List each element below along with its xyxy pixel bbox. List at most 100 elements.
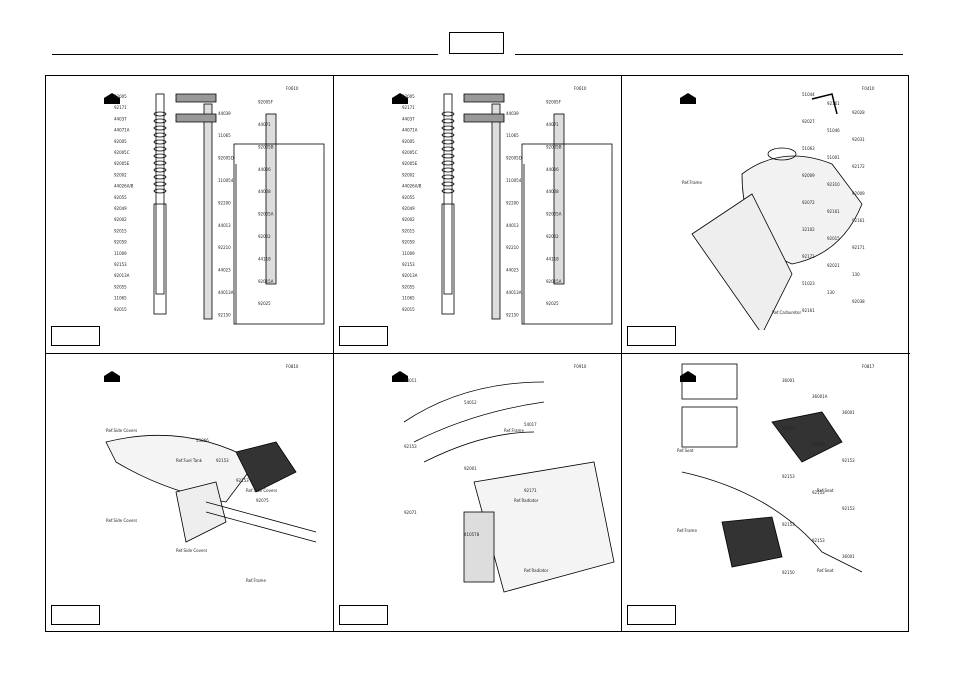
- callout-label: 44118: [258, 256, 271, 261]
- ref-label: Ref.Side Covers: [106, 428, 137, 433]
- callout-label: 51001: [827, 155, 840, 160]
- callout-label: 44026: [546, 167, 559, 172]
- callout-label: 410578: [464, 532, 480, 537]
- callout-label: 92153: [404, 444, 417, 449]
- diagram-code: F0410: [862, 86, 875, 91]
- header-rule-left: [52, 54, 438, 55]
- callout-label: 44071: [546, 122, 559, 127]
- callout-label: 92153: [812, 538, 825, 543]
- ref-label: Ref.Radiator: [514, 498, 539, 503]
- callout-label: 92153: [216, 458, 229, 463]
- callout-label: 92015: [114, 228, 127, 233]
- callout-label: 92200: [506, 200, 519, 205]
- callout-label: 92059: [402, 240, 415, 245]
- callout-label: 92002: [402, 217, 415, 222]
- callout-label: 92001: [464, 466, 477, 471]
- ref-label: Ref.Side Covers: [246, 488, 277, 493]
- callout-label: 44026A/B: [114, 184, 134, 189]
- callout-label: 92171: [524, 488, 537, 493]
- callout-label: 44071A: [402, 128, 418, 133]
- callout-label: 92005B: [546, 144, 562, 149]
- callout-label: 92150: [782, 570, 795, 575]
- panel-label-box: [627, 605, 676, 625]
- callout-label: 92005A: [546, 212, 562, 217]
- callout-label: 92005E: [402, 161, 418, 166]
- ref-label: Ref.Side Covers: [106, 518, 137, 523]
- callout-label: 92005C: [402, 150, 418, 155]
- callout-label: 92015: [827, 236, 840, 241]
- callout-label: 92153: [402, 262, 415, 267]
- callout-label: 92153: [812, 490, 825, 495]
- callout-label: 92005B: [258, 144, 274, 149]
- callout-label: 92153: [782, 474, 795, 479]
- callout-label: 92002: [258, 234, 271, 239]
- callout-label: 92002: [114, 217, 127, 222]
- callout-label: 92171: [114, 105, 127, 110]
- kawasaki-logo-icon: [680, 371, 696, 382]
- kawasaki-logo-icon: [104, 371, 120, 382]
- callout-label: 51044: [802, 92, 815, 97]
- callout-label: 110054: [218, 178, 234, 183]
- callout-label: 92031: [852, 137, 865, 142]
- panel-label-box: [339, 326, 388, 346]
- header-rule-right: [515, 54, 903, 55]
- callout-label: 92002: [546, 234, 559, 239]
- ref-label: Ref.Radiator: [524, 568, 549, 573]
- callout-label: 92021: [827, 263, 840, 268]
- callout-label: 92171: [802, 254, 815, 259]
- callout-label: 92153: [114, 262, 127, 267]
- callout-label: 92153: [782, 522, 795, 527]
- callout-label: 92027: [802, 119, 815, 124]
- callout-label: 92015: [402, 228, 415, 233]
- callout-label: 92310: [827, 182, 840, 187]
- callout-label: 44118: [546, 256, 559, 261]
- callout-label: 44037: [114, 116, 127, 121]
- callout-label: 92172: [852, 164, 865, 169]
- callout-label: 92005: [402, 94, 415, 99]
- callout-label: 92210: [218, 245, 231, 250]
- callout-label: 92005E: [114, 161, 130, 166]
- parts-diagram-svg: F06109200592005F921714403944037440714407…: [104, 86, 325, 325]
- callout-label: 92153: [842, 458, 855, 463]
- callout-label: 92210: [506, 245, 519, 250]
- callout-label: 92025: [546, 301, 559, 306]
- callout-label: 44008: [546, 189, 559, 194]
- callout-label: 92005F: [258, 100, 274, 105]
- callout-label: 92038: [852, 299, 865, 304]
- callout-label: 92005: [114, 139, 127, 144]
- callout-label: 92005F: [546, 100, 562, 105]
- callout-label: 92153: [782, 426, 795, 431]
- callout-label: 44026A/B: [402, 184, 422, 189]
- callout-label: 44023: [506, 268, 519, 273]
- diagram-code: F0810: [286, 364, 299, 369]
- diagram-code: F0610: [574, 86, 587, 91]
- callout-label: 92005D: [218, 156, 234, 161]
- callout-label: 92049: [114, 206, 127, 211]
- callout-label: 92015: [114, 307, 127, 312]
- callout-label: 92015: [402, 307, 415, 312]
- callout-label: 32102: [802, 227, 815, 232]
- callout-label: 92055: [114, 284, 127, 289]
- callout-label: 92200: [218, 200, 231, 205]
- callout-label: 36001: [842, 410, 855, 415]
- callout-label: 92055: [402, 284, 415, 289]
- callout-label: 11065: [402, 296, 415, 301]
- callout-label: 44071A: [114, 128, 130, 133]
- callout-label: 44039: [506, 111, 519, 116]
- callout-label: 44013: [506, 223, 519, 228]
- callout-label: 53066: [196, 438, 209, 443]
- panel-label-box: [51, 605, 100, 625]
- callout-label: 92161: [802, 308, 815, 313]
- callout-label: 92005A: [258, 212, 274, 217]
